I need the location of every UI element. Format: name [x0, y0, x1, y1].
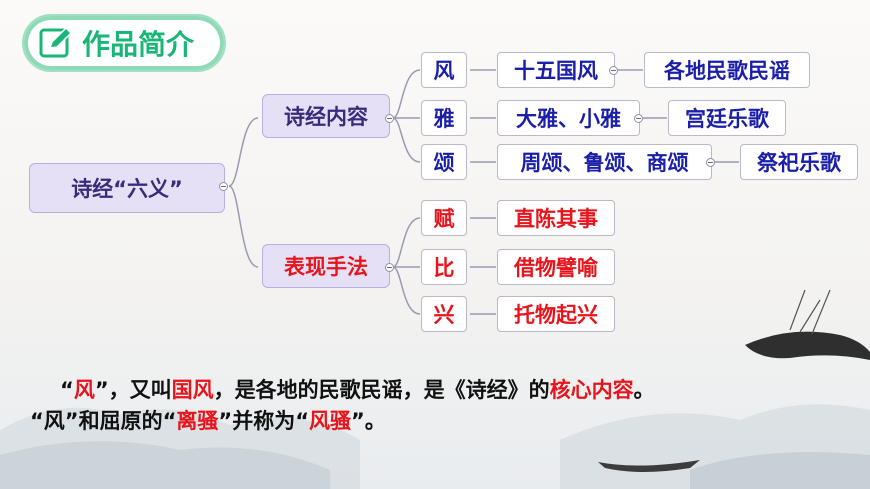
collapse-icon[interactable]	[634, 114, 643, 123]
item-feng: 风	[421, 52, 467, 88]
item-bi: 比	[421, 249, 467, 285]
collapse-icon[interactable]	[219, 182, 228, 191]
desc-xing: 托物起兴	[497, 296, 615, 332]
note-line-2: “风”和屈原的“离骚”并称为“风骚”。	[30, 409, 386, 433]
edit-icon	[39, 26, 73, 58]
meaning-song: 祭祀乐歌	[740, 144, 858, 180]
collapse-icon[interactable]	[385, 263, 394, 272]
collapse-icon[interactable]	[706, 158, 715, 167]
collapse-icon[interactable]	[609, 66, 618, 75]
root-node: 诗经“六义”	[29, 163, 225, 213]
item-fu: 赋	[421, 200, 467, 236]
note-line-1: “风”，又叫国风，是各地的民歌民谣，是《诗经》的核心内容。	[60, 378, 655, 402]
desc-feng: 十五国风	[497, 52, 615, 88]
item-ya: 雅	[421, 100, 467, 136]
meaning-feng: 各地民歌民谣	[644, 52, 810, 88]
branch-content: 诗经内容	[262, 94, 390, 138]
collapse-icon[interactable]	[385, 114, 394, 123]
desc-fu: 直陈其事	[497, 200, 615, 236]
meaning-ya: 宫廷乐歌	[668, 100, 786, 136]
branch-technique: 表现手法	[262, 244, 390, 288]
desc-bi: 借物譬喻	[497, 249, 615, 285]
item-song: 颂	[421, 144, 467, 180]
item-xing: 兴	[421, 296, 467, 332]
title-badge: 作品简介	[22, 14, 226, 72]
desc-ya: 大雅、小雅	[497, 100, 640, 136]
desc-song: 周颂、鲁颂、商颂	[497, 144, 712, 180]
page-title: 作品简介	[82, 28, 195, 61]
